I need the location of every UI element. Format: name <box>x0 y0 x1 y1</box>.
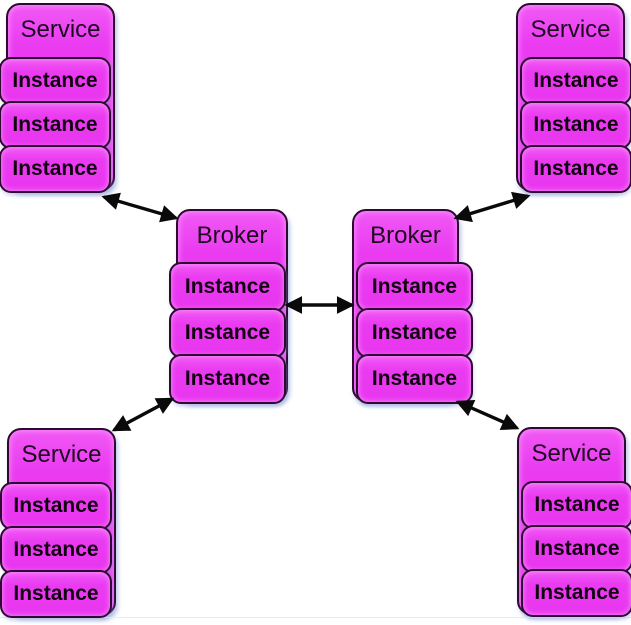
broker-stack-left: Broker Instance Instance Instance <box>169 209 288 404</box>
service-stack-top-left: Service Instance Instance Instance <box>0 3 115 193</box>
instance-box: Instance <box>169 354 286 404</box>
edge-service-tr-broker-r <box>453 191 531 223</box>
instance-box: Instance <box>520 145 631 193</box>
instance-box: Instance <box>0 570 112 618</box>
instance-box: Instance <box>0 482 112 530</box>
instance-box: Instance <box>0 101 111 149</box>
instance-box: Instance <box>0 57 111 105</box>
edge-service-br-broker-r <box>455 399 520 431</box>
instance-box: Instance <box>520 101 631 149</box>
edge-service-tl-broker-l <box>101 192 179 223</box>
instance-box: Instance <box>356 308 473 358</box>
instance-box: Instance <box>356 354 473 404</box>
instance-box: Instance <box>521 569 631 617</box>
instance-box: Instance <box>0 145 111 193</box>
instance-box: Instance <box>521 525 631 573</box>
instance-box: Instance <box>356 262 473 312</box>
instance-box: Instance <box>521 481 631 529</box>
service-stack-bottom-left: Service Instance Instance Instance <box>0 428 116 618</box>
service-stack-bottom-right: Service Instance Instance Instance <box>517 427 631 617</box>
instance-box: Instance <box>0 526 112 574</box>
instance-box: Instance <box>169 308 286 358</box>
instance-box: Instance <box>520 57 631 105</box>
edge-service-bl-broker-l <box>111 397 175 432</box>
instance-box: Instance <box>169 262 286 312</box>
broker-stack-right: Broker Instance Instance Instance <box>352 209 473 404</box>
bottom-edge-line <box>0 617 631 618</box>
service-stack-top-right: Service Instance Instance Instance <box>516 3 631 193</box>
